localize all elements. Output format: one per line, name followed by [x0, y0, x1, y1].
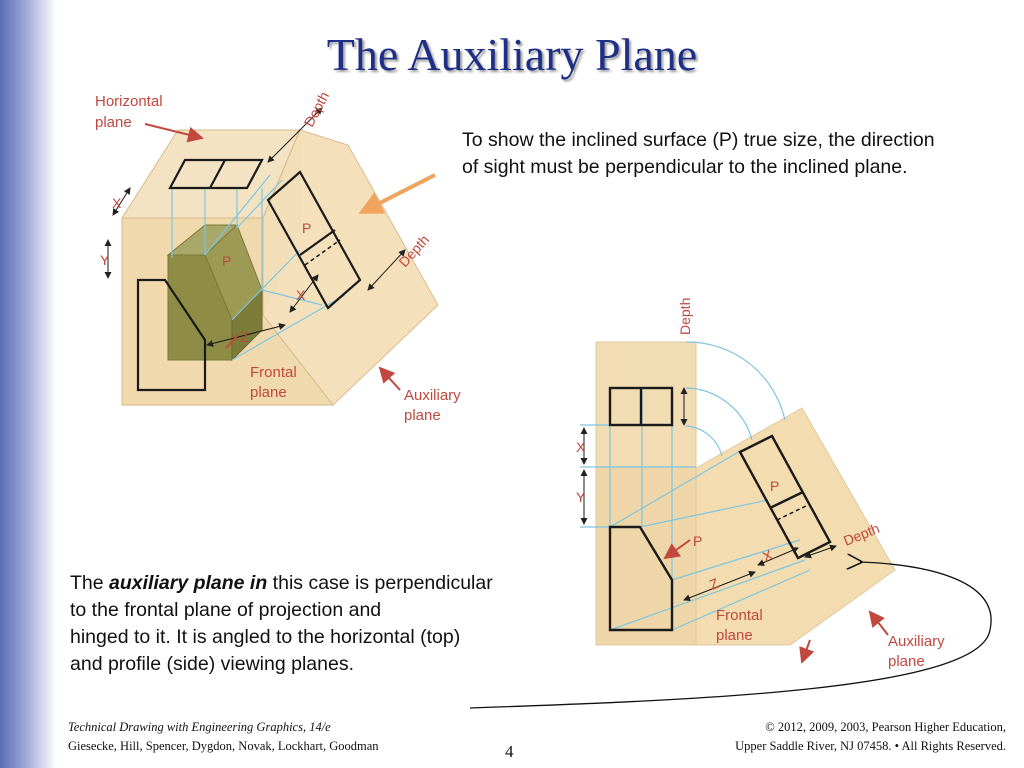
slide-title: The Auxiliary Plane	[326, 29, 698, 80]
auxiliary-plane-leader	[378, 366, 401, 391]
frontal-plane-leader	[225, 334, 239, 349]
flat-front-view	[608, 525, 674, 632]
flat-aux-view	[738, 434, 832, 560]
y-label: Y	[100, 252, 110, 268]
x-aux-dimension-line	[289, 274, 319, 313]
flat-hinge-leader	[799, 639, 815, 664]
bottom-text-line1: this case is perpendicular	[267, 572, 493, 594]
x-label: X	[112, 195, 122, 211]
frontal-plane-label: Frontal	[250, 364, 297, 381]
depth-right-dimension-line	[367, 249, 406, 291]
horizontal-plane-leader	[144, 123, 204, 143]
flat-top-view	[608, 386, 674, 427]
x-aux-label: X	[296, 287, 306, 303]
z-label: Z	[240, 329, 249, 345]
bottom-explanation-text: The auxiliary plane in this case is perp…	[70, 570, 580, 678]
flat-depth-top-label: Depth	[677, 298, 693, 335]
z-dimension-line	[206, 323, 286, 347]
page-number: 4	[505, 742, 514, 761]
footer-copyright-line2: Upper Saddle River, NJ 07458. • All Righ…	[735, 739, 1006, 753]
top-explanation-text: To show the inclined surface (P) true si…	[462, 129, 935, 178]
flat-x-label: X	[576, 439, 586, 455]
flat-frontal-label-2: plane	[716, 627, 753, 644]
frontal-plane-label-2: plane	[250, 384, 287, 401]
footer-citation: Technical Drawing with Engineering Graph…	[68, 718, 379, 756]
flat-p-aux-label: P	[770, 478, 779, 494]
bottom-text-pre: The	[70, 572, 110, 594]
auxiliary-plane-label-2: plane	[404, 407, 441, 424]
footer-copyright-line1: © 2012, 2009, 2003, Pearson Higher Educa…	[765, 720, 1006, 734]
x-dimension-line	[112, 187, 131, 216]
flat-frontal-label: Frontal	[716, 607, 763, 624]
callout-curve	[469, 562, 992, 709]
bottom-text-line3: hinged to it. It is angled to the horizo…	[70, 626, 461, 648]
flat-depth-right-dim	[804, 544, 837, 559]
flat-x-aux-dim	[757, 547, 799, 566]
flat-z-dim	[683, 570, 756, 602]
footer-book-title: Technical Drawing with Engineering Graph…	[68, 720, 331, 734]
footer-authors: Giesecke, Hill, Spencer, Dygdon, Novak, …	[68, 739, 379, 753]
p-aux-label: P	[302, 220, 311, 236]
horizontal-plane-label: Horizontal	[95, 93, 163, 110]
fold-arcs	[685, 341, 786, 457]
top-plane-rect	[595, 341, 697, 468]
auxiliary-view-3d	[266, 170, 362, 310]
footer-copyright: © 2012, 2009, 2003, Pearson Higher Educa…	[735, 718, 1006, 756]
horizontal-plane-label-2: plane	[95, 114, 132, 131]
p-block-label: P	[222, 253, 231, 269]
depth-top-dimension-line	[267, 107, 323, 163]
flat-p-front-leader	[663, 539, 691, 560]
flat-auxiliary-label-2: plane	[888, 653, 925, 670]
line-of-sight-arrow	[358, 173, 436, 214]
flat-p-front-label: P	[693, 533, 702, 549]
top-view	[168, 158, 264, 190]
bottom-text-emphasis: auxiliary plane in	[109, 572, 268, 594]
flat-auxiliary-label: Auxiliary	[888, 633, 945, 650]
flat-y-label: Y	[576, 489, 586, 505]
bottom-text-line4: and profile (side) viewing planes.	[70, 653, 354, 675]
side-gradient-bar	[0, 0, 56, 768]
auxiliary-plane-label: Auxiliary	[404, 387, 461, 404]
bottom-text-line2: to the frontal plane of projection and	[70, 599, 382, 621]
front-view-3d	[136, 278, 207, 392]
flat-aux-plane-leader	[868, 610, 889, 636]
